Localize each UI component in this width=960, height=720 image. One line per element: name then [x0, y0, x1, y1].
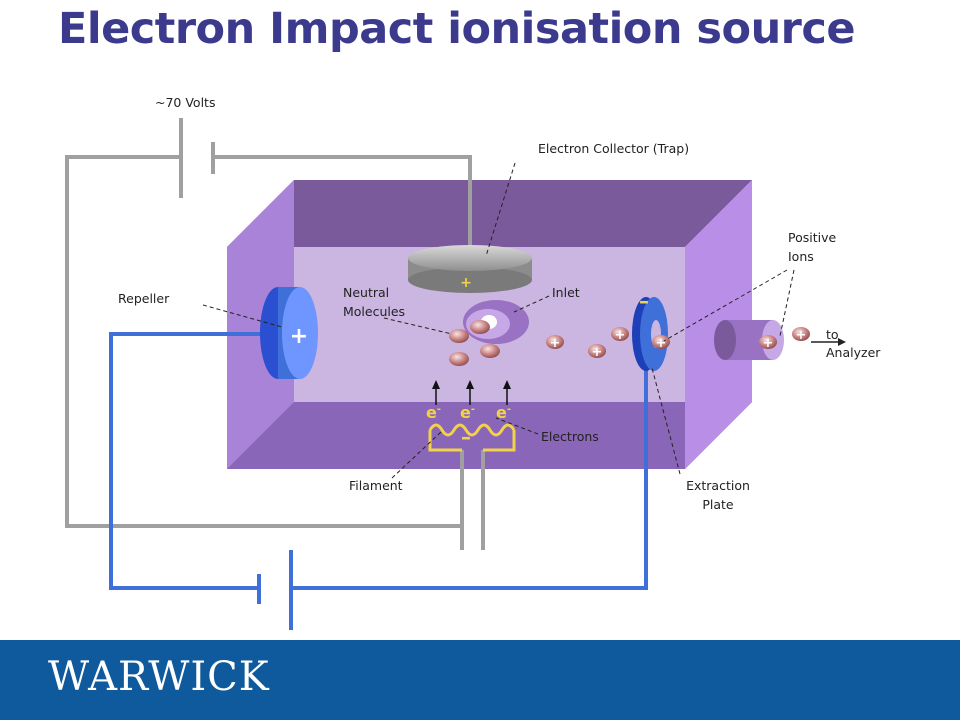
filament: – — [428, 423, 516, 452]
repeller-plus: + — [290, 324, 308, 349]
neutral-molecules — [449, 320, 500, 366]
inlet-label: Inlet — [552, 285, 580, 300]
positive-ions-label-1: Positive — [788, 230, 836, 245]
neutral-molecule — [470, 320, 490, 334]
slide-title: Electron Impact ionisation source — [58, 4, 856, 54]
ion-source-diagram: + + – + + + + + + — [65, 95, 881, 630]
leader-ions-1 — [663, 269, 788, 342]
collector-plus: + — [460, 275, 472, 291]
positive-ion: + — [588, 344, 606, 360]
leader-ions-2 — [779, 269, 795, 337]
extraction-label-2: Plate — [702, 497, 734, 512]
to-analyzer-arrow — [811, 338, 846, 346]
analyzer-label: Analyzer — [826, 345, 881, 360]
positive-ion: + — [611, 327, 629, 343]
neutral-molecule — [449, 329, 469, 343]
positive-ion: + — [792, 327, 810, 343]
filament-minus: – — [461, 425, 471, 449]
electron-collector: + — [408, 245, 532, 293]
electron-arrow — [503, 380, 511, 405]
neutral-label-2: Molecules — [343, 304, 405, 319]
repeller: + — [260, 287, 318, 379]
svg-text:+: + — [615, 328, 626, 343]
positive-ion: + — [652, 335, 670, 351]
electron-symbol: e- — [496, 403, 511, 422]
leader-electrons — [495, 417, 539, 435]
svg-text:+: + — [550, 336, 561, 351]
positive-ion: + — [546, 335, 564, 351]
positive-ion: + — [759, 335, 777, 351]
grey-wire-left — [65, 155, 464, 550]
repeller-label: Repeller — [118, 291, 170, 306]
electron-symbol: e- — [460, 403, 475, 422]
leader-lines — [202, 162, 795, 479]
electron-arrow — [432, 380, 440, 405]
svg-text:+: + — [796, 328, 807, 343]
grey-wire-collector — [213, 155, 472, 260]
blue-wire-right — [291, 370, 648, 590]
positive-ions: + + + + + + — [546, 327, 810, 360]
footer-bar: WARWICK — [0, 640, 960, 720]
chamber-window-bottom-frame — [227, 402, 685, 469]
extraction-minus: – — [639, 289, 649, 313]
positive-ions-label-2: Ions — [788, 249, 814, 264]
svg-text:+: + — [763, 336, 774, 351]
electron-symbol: e- — [426, 403, 441, 422]
svg-text:+: + — [656, 336, 667, 351]
inlet — [463, 300, 529, 344]
leader-neutral — [383, 317, 453, 335]
electrons-label: Electrons — [541, 429, 599, 444]
labels: ~70 Volts Electron Collector (Trap) Posi… — [118, 95, 881, 512]
grey-circuit — [65, 118, 485, 550]
warwick-logo: WARWICK — [48, 654, 270, 700]
electron-arrow — [466, 380, 474, 405]
leader-collector — [485, 162, 516, 257]
voltage-label: ~70 Volts — [155, 95, 215, 110]
blue-circuit — [109, 332, 648, 630]
chamber-top — [227, 180, 752, 247]
leader-filament — [391, 431, 442, 479]
collector-label: Electron Collector (Trap) — [538, 141, 689, 156]
to-label: to — [826, 327, 839, 342]
repeller-face — [282, 287, 318, 379]
leader-extraction — [651, 367, 681, 475]
filament-label: Filament — [349, 478, 403, 493]
extraction-plate: – — [632, 289, 668, 371]
neutral-molecule — [480, 344, 500, 358]
extraction-label-1: Extraction — [686, 478, 750, 493]
electrons: e- e- e- — [426, 380, 511, 422]
blue-wire-left — [109, 332, 278, 590]
svg-text:+: + — [592, 345, 603, 360]
neutral-molecule — [449, 352, 469, 366]
neutral-label-1: Neutral — [343, 285, 389, 300]
